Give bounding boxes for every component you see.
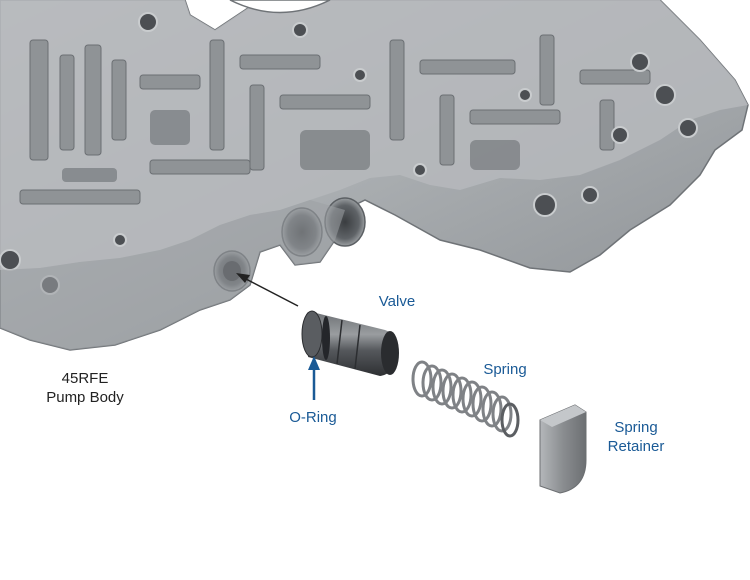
- central-opening: [229, 0, 331, 14]
- label-spring-retainer: Spring Retainer: [596, 418, 676, 456]
- spring-retainer: [539, 404, 587, 494]
- casting-side-face: [0, 200, 345, 350]
- label-pump-body-line1: 45RFE: [61, 370, 109, 387]
- label-spring-retainer-line2: Retainer: [607, 438, 665, 455]
- spring: [411, 360, 520, 438]
- label-valve-text: Valve: [378, 293, 416, 310]
- label-spring: Spring: [470, 360, 540, 379]
- recesses: [62, 110, 520, 182]
- label-pump-body-line2: Pump Body: [46, 389, 124, 406]
- arrow-icon: [236, 273, 299, 307]
- arrow-up-icon: [308, 356, 320, 400]
- label-o-ring-text: O-Ring: [289, 409, 337, 426]
- label-o-ring: O-Ring: [278, 408, 348, 427]
- label-spring-retainer-line1: Spring: [614, 419, 658, 436]
- casting-top-face: [0, 0, 748, 270]
- valve: [301, 310, 399, 376]
- pump-body-casting: [0, 0, 749, 351]
- channel-walls: [19, 34, 651, 205]
- label-valve: Valve: [362, 292, 432, 311]
- label-pump-body: 45RFE Pump Body: [30, 369, 140, 407]
- label-spring-text: Spring: [483, 361, 527, 378]
